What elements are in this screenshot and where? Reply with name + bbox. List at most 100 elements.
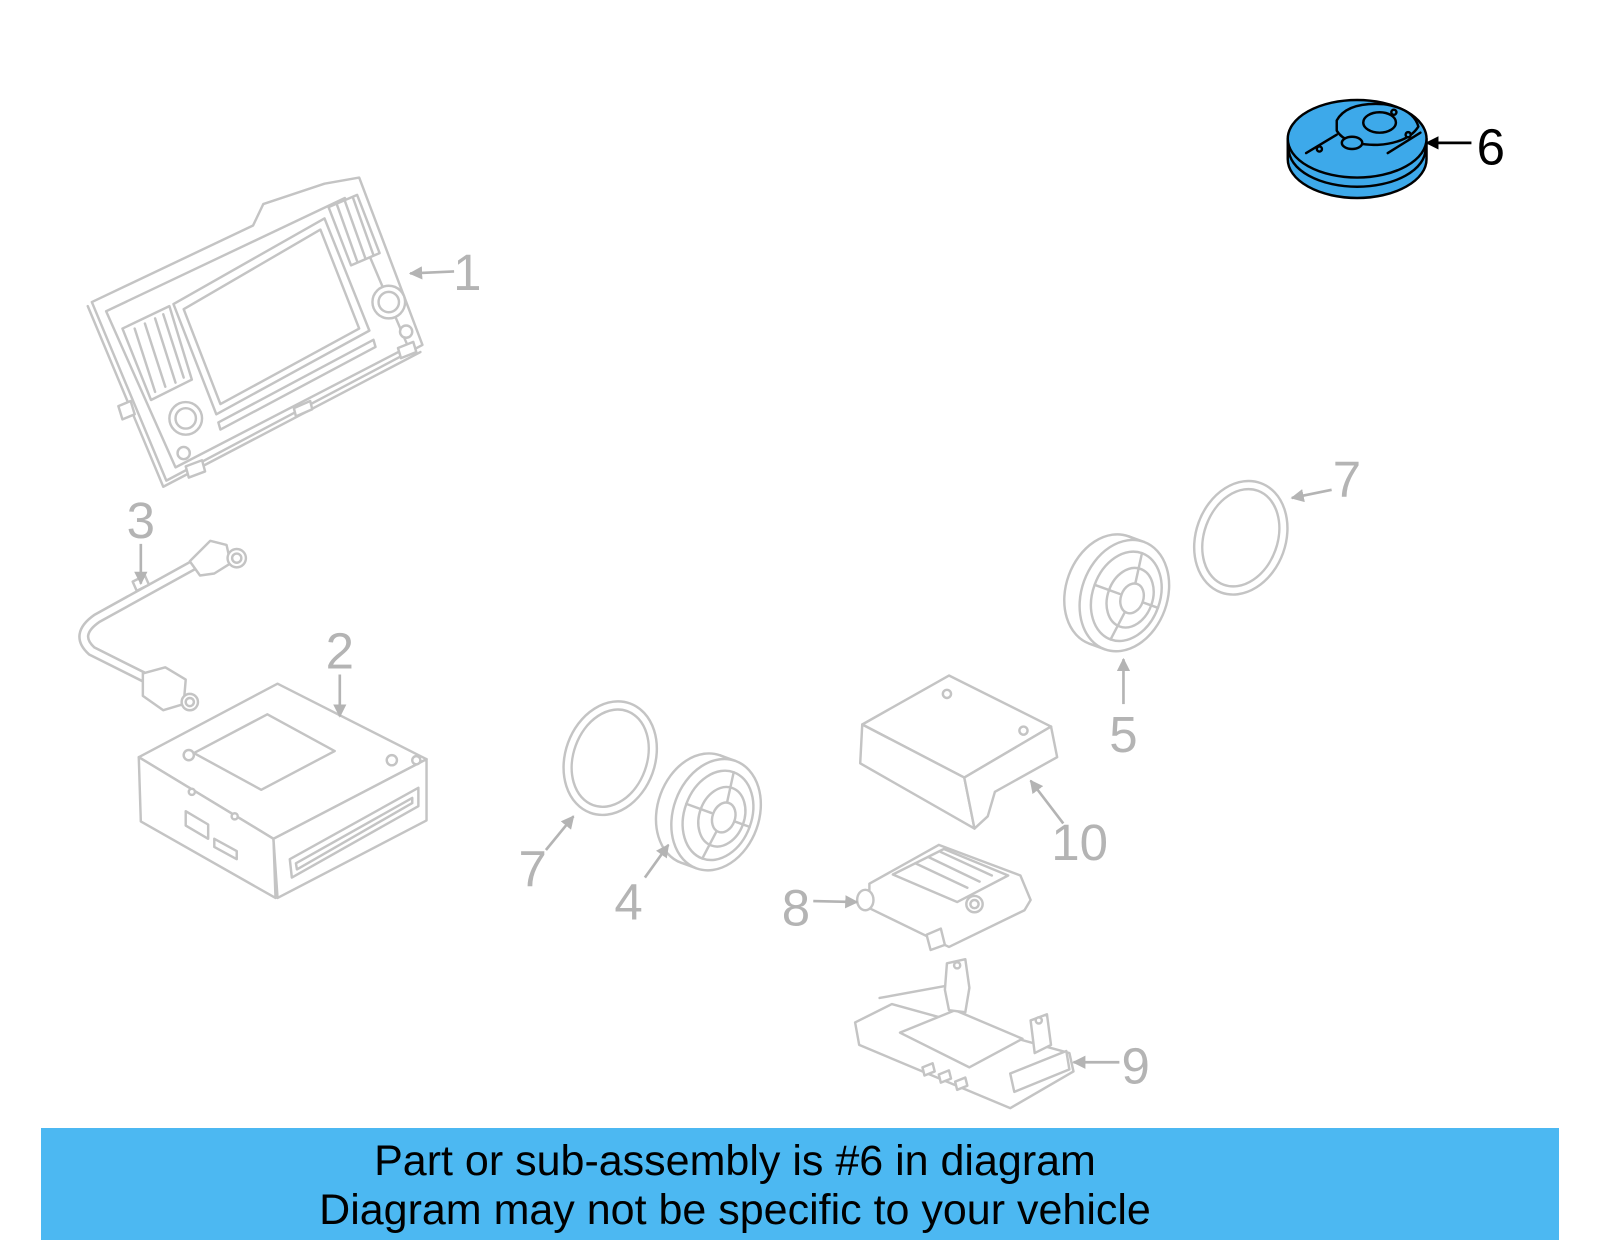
callout-label: 10 [1051,814,1108,871]
callout-2: 2 [326,622,354,718]
bracket-right-post [1029,1013,1053,1055]
callout-label: 6 [1477,118,1505,175]
callout-8: 8 [782,880,859,937]
part-2-media-unit [137,682,428,900]
callout-arrow [544,815,575,851]
part-6-ribs [1304,131,1422,155]
media-unit-screw [385,753,399,767]
media-unit-screw [182,748,196,762]
control-module-connector [855,888,875,912]
cable-core [80,556,208,681]
cable-top-connector-pin [230,552,243,564]
callout-label: 5 [1109,706,1137,763]
speaker-spokes [685,770,751,860]
head-unit-port-left [184,458,207,479]
callout-5: 5 [1109,657,1138,763]
head-unit-mount-tab [117,399,136,421]
cable-top-connector [188,539,232,577]
media-unit-disc-slot-inner [294,796,414,871]
ring-inner [570,708,650,809]
callout-9: 9 [1072,1038,1150,1095]
callout-label: 3 [127,492,155,549]
head-unit-port-center [292,399,314,418]
media-unit-side-connector [184,810,210,841]
head-unit-left-knob-cap [174,406,198,430]
head-unit-left-button [176,445,192,461]
head-unit-right-button [398,324,414,339]
head-unit-port-right [396,340,418,360]
media-unit-label-area [192,713,336,792]
bracket-recess [898,1008,1024,1069]
callout-1: 1 [408,244,482,301]
callout-arrow [1029,779,1065,825]
bracket-slot [937,1069,953,1084]
head-unit-left-vent-slats [133,313,185,394]
control-module-ribs [914,850,994,889]
head-unit-right-vent-slats [335,196,375,263]
part-5-speaker [1063,533,1171,653]
part-6-screw [1315,145,1324,153]
part-6-port [1362,111,1398,134]
banner-line-part-number: Part or sub-assembly is #6 in diagram [374,1137,1096,1185]
callout-label: 4 [614,873,642,930]
info-banner: Part or sub-assembly is #6 in diagram Di… [41,1128,1559,1240]
bracket-slot [921,1062,936,1077]
callout-7-right: 7 [1290,451,1361,508]
callout-arrow [813,895,859,909]
bracket-hole [1034,1016,1044,1025]
bracket-slot [953,1076,969,1092]
part-1-head-unit [86,176,424,488]
part-3-antenna-cable [78,539,248,712]
banner-line-disclaimer: Diagram may not be specific to your vehi… [319,1186,1151,1234]
part-6-screw [1404,130,1412,139]
part-6-rim-line [1287,147,1427,188]
part-6-highlighted [1286,98,1428,200]
cable-bottom-connector-pin [184,696,196,708]
callout-label: 2 [326,622,354,679]
part-4-speaker [654,752,763,872]
module-hole [1018,725,1029,736]
part-7-ring-left [562,700,659,817]
part-10-module [858,674,1059,830]
banner-text: Part or sub-assembly is #6 in diagram Di… [41,1137,1429,1235]
callout-arrow [1290,488,1332,503]
callout-10: 10 [1029,779,1108,871]
part-7-ring-right [1192,479,1289,596]
bracket-side-plate [1008,1049,1071,1094]
part-6-hole [1340,135,1364,151]
part-8-control-module [855,843,1032,952]
head-unit-back-edge [86,304,422,488]
media-unit-side-hole [187,787,197,797]
head-unit-right-knob-cap [377,290,401,314]
media-unit-side-hole [230,812,239,821]
part-9-bracket [853,957,1075,1110]
callout-3: 3 [127,492,155,586]
module-hole [941,688,953,700]
ring-inner [1201,487,1281,588]
module-right-side [963,725,1059,830]
head-unit-screen [182,228,361,406]
bracket-arm [878,984,949,1000]
callout-label: 9 [1122,1038,1150,1095]
control-module-boss-hole [969,898,980,910]
media-unit-screw [411,754,422,766]
media-unit-side-connector [213,837,238,861]
bracket-left-post [943,957,971,1014]
part-6-screw [1390,108,1398,117]
speaker-spokes [1093,551,1160,641]
callout-arrow [643,843,670,879]
callout-7-left: 7 [518,815,575,898]
callout-label: 1 [453,244,481,301]
cable-bottom-connector [141,666,187,712]
control-module-top [891,847,1010,904]
callout-arrow [408,266,455,280]
head-unit-disc-slot [217,338,377,431]
callout-label: 7 [1333,451,1361,508]
callout-6-highlighted: 6 [1425,118,1505,175]
callout-4: 4 [614,843,670,930]
callout-label: 8 [782,880,810,937]
callout-label: 7 [518,841,546,898]
control-module-tab [925,927,947,952]
